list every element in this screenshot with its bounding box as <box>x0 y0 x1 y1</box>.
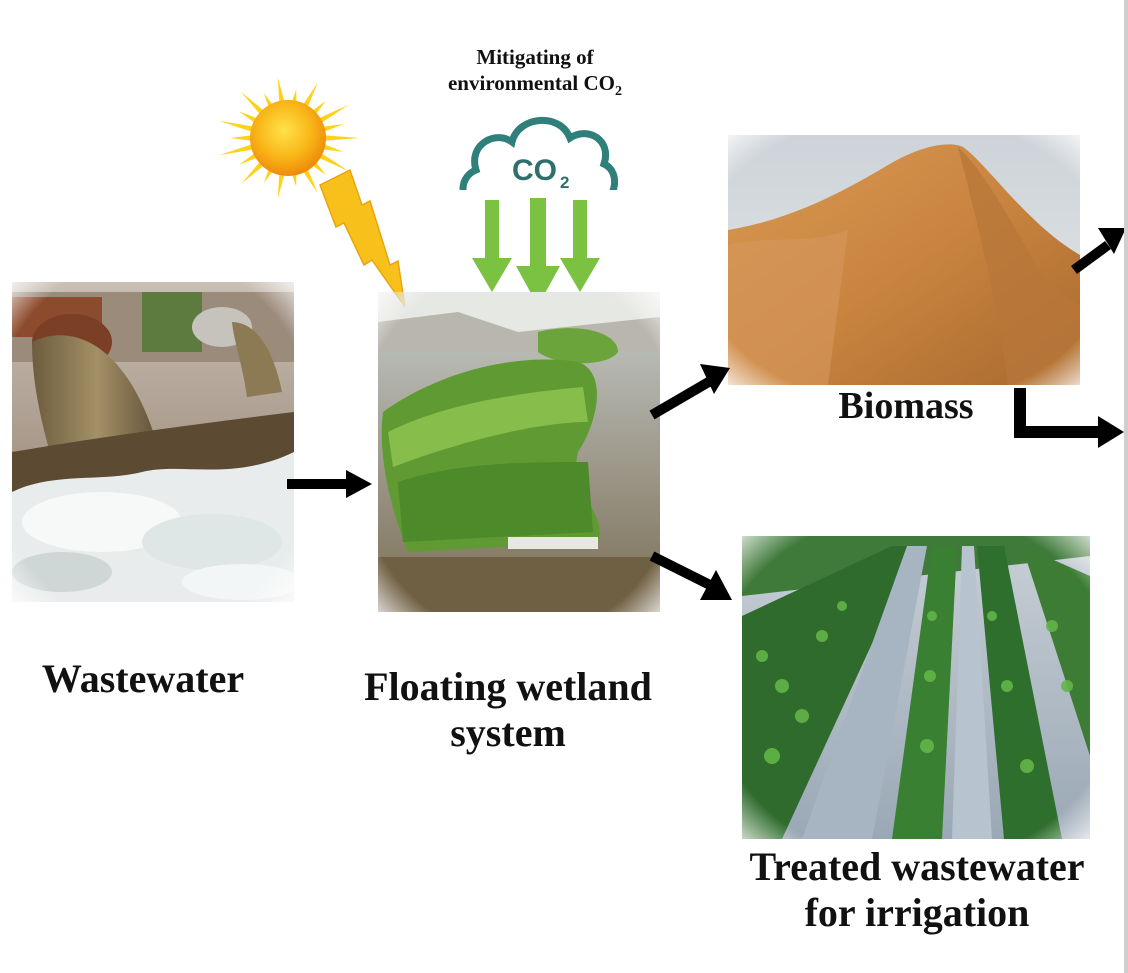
floating-wetland-label-line1: Floating wetland <box>364 664 652 709</box>
sun-ray <box>321 143 344 152</box>
sun-ray <box>316 152 349 172</box>
co2-mitigation-title: Mitigating of environmental CO2 <box>405 44 665 101</box>
sun-ray <box>218 143 255 156</box>
sun-icon <box>196 70 376 210</box>
biomass-photo <box>728 135 1080 385</box>
sun-ray <box>240 159 267 185</box>
arrow-wetland-to-irrigation <box>649 551 732 600</box>
sun-ray <box>240 91 267 117</box>
co2-title-line2: environmental CO2 <box>447 71 623 100</box>
lightning-bolt-icon <box>310 165 410 315</box>
sun-ray <box>230 135 253 141</box>
sun-ray <box>316 104 349 124</box>
floating-wetland-label: Floating wetland system <box>318 664 698 756</box>
irrigation-photo <box>742 536 1090 839</box>
biomass-label: Biomass <box>838 385 974 427</box>
treated-wastewater-label-line1: Treated wastewater <box>749 844 1085 889</box>
floating-wetland-label-line2: system <box>450 710 566 755</box>
arrow-wastewater-to-wetland <box>287 470 372 498</box>
arrow-wetland-to-biomass <box>649 364 730 420</box>
co2-cloud-icon: CO 2 <box>452 108 622 213</box>
treated-wastewater-label: Treated wastewater for irrigation <box>712 844 1122 936</box>
sun-ray <box>321 124 344 133</box>
co2-title-line1: Mitigating of <box>476 45 594 69</box>
sun-ray <box>323 135 360 141</box>
right-edge-divider <box>1124 0 1128 973</box>
treated-wastewater-label-line2: for irrigation <box>804 890 1030 935</box>
sun-ray <box>218 120 255 133</box>
wastewater-photo <box>12 282 294 602</box>
wastewater-label: Wastewater <box>41 656 245 701</box>
arrow-biomass-up-right <box>1071 228 1126 275</box>
co2-cloud-subscript: 2 <box>560 173 569 192</box>
arrow-biomass-elbow-right <box>1014 388 1124 448</box>
floating-wetland-photo <box>378 292 660 612</box>
co2-cloud-label: CO <box>512 154 557 187</box>
